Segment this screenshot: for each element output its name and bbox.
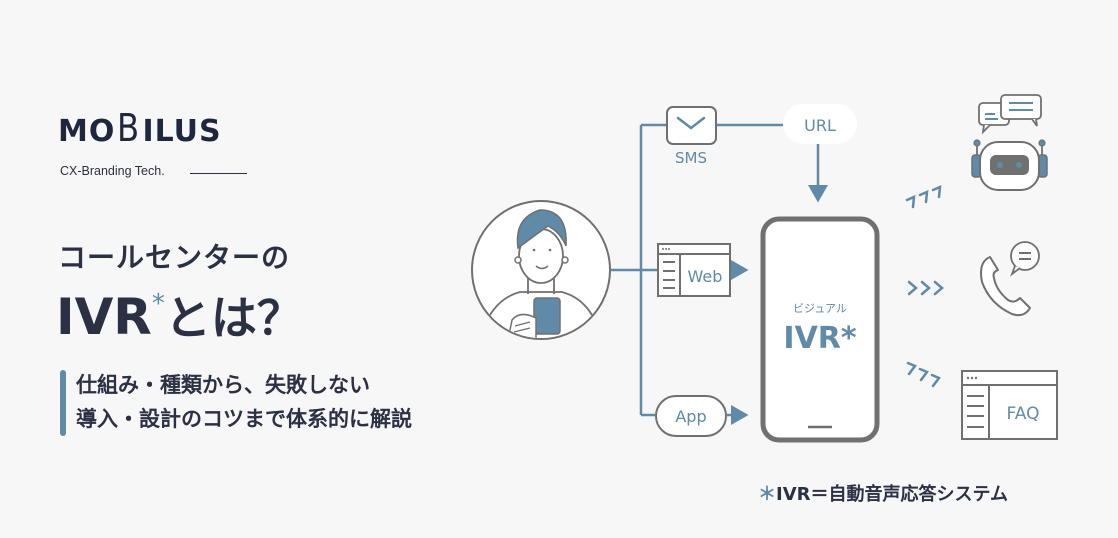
url-label: URL [804,116,836,135]
brand-name-b: B [117,106,141,150]
brand-tagline: CX-Branding Tech. [60,164,165,178]
footnote: ＊IVR＝自動音声応答システム [758,480,1008,506]
phone-call-icon [980,241,1040,317]
visual-ivr-phone: ビジュアル IVR* [760,216,880,443]
headline-line1: コールセンターの [58,241,291,274]
brand-name: MOBILUS [58,108,222,152]
sms-envelope-icon [666,106,717,145]
flow-connectors [611,123,828,425]
chatbot-icon [971,94,1048,191]
tagline-rule [190,173,247,174]
headline-ivr: IVR [56,288,152,346]
brand-name-right: ILUS [142,114,222,149]
phone-label-small: ビジュアル [793,302,847,315]
subheadline-line1: 仕組み・種類から、失敗しない [76,373,370,397]
faq-label: FAQ [1007,404,1040,424]
subheadline-accent-bar [60,370,66,436]
sms-channel: SMS [666,106,717,167]
chevrons-to-chatbot-icon [905,185,942,209]
chevrons-to-faq-icon [906,361,941,388]
headline-suffix: とは？ [164,291,303,345]
faq-page-icon: FAQ [961,370,1058,440]
web-channel: Web [657,243,731,297]
customer-avatar-icon [471,200,611,340]
subheadline-line2: 導入・設計のコツまで体系的に解説 [76,407,412,431]
smartphone-icon [760,216,880,443]
url-node: URL [783,104,857,144]
sms-label: SMS [675,149,707,167]
headline-asterisk: * [151,289,165,319]
subheadline: 仕組み・種類から、失敗しない 導入・設計のコツまで体系的に解説 [76,368,412,436]
footnote-asterisk: ＊ [758,484,776,505]
headline-line2: IVR*とは？ [56,272,303,350]
footnote-text: IVR＝自動音声応答システム [776,484,1008,505]
brand-logo: MOBILUS CX-Branding Tech. [58,108,247,178]
brand-name-left: MO [58,114,116,149]
chevrons-to-phone-icon [907,280,944,296]
app-label: App [675,407,706,426]
app-channel: App [655,395,727,437]
phone-label-large: IVR* [783,321,856,356]
web-label: Web [688,267,723,286]
